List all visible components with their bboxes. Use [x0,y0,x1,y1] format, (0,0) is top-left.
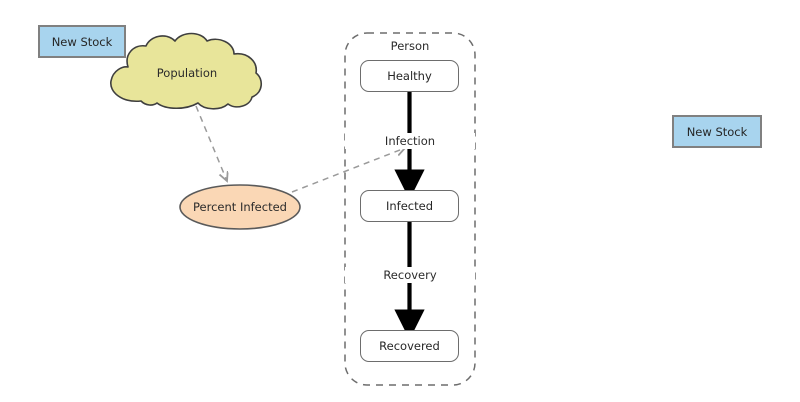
person-container-label: Person [390,39,430,53]
stock-infected-label: Infected [385,199,433,213]
stock-healthy-label: Healthy [387,69,432,83]
stock-box-healthy[interactable]: Healthy [360,60,459,92]
population-cloud[interactable] [110,32,262,110]
new-stock-box-right[interactable]: New Stock [672,115,762,148]
stock-box-recovered[interactable]: Recovered [360,330,459,362]
stock-box-infected[interactable]: Infected [360,190,459,222]
population-cloud-label: Population [156,66,218,80]
percent-infected-to-infection-link[interactable] [291,148,405,193]
new-stock-right-label: New Stock [686,124,748,139]
population-to-percent-infected-link[interactable] [195,105,227,181]
stock-recovered-label: Recovered [379,339,440,353]
percent-infected-ellipse[interactable] [179,184,301,230]
infection-flow-label[interactable]: Infection [345,133,475,149]
new-stock-box-left[interactable]: New Stock [38,25,126,58]
recovery-flow-label[interactable]: Recovery [345,267,475,283]
person-container[interactable] [344,32,476,386]
percent-infected-variable-label: Percent Infected [193,200,287,214]
new-stock-left-label: New Stock [51,34,113,49]
